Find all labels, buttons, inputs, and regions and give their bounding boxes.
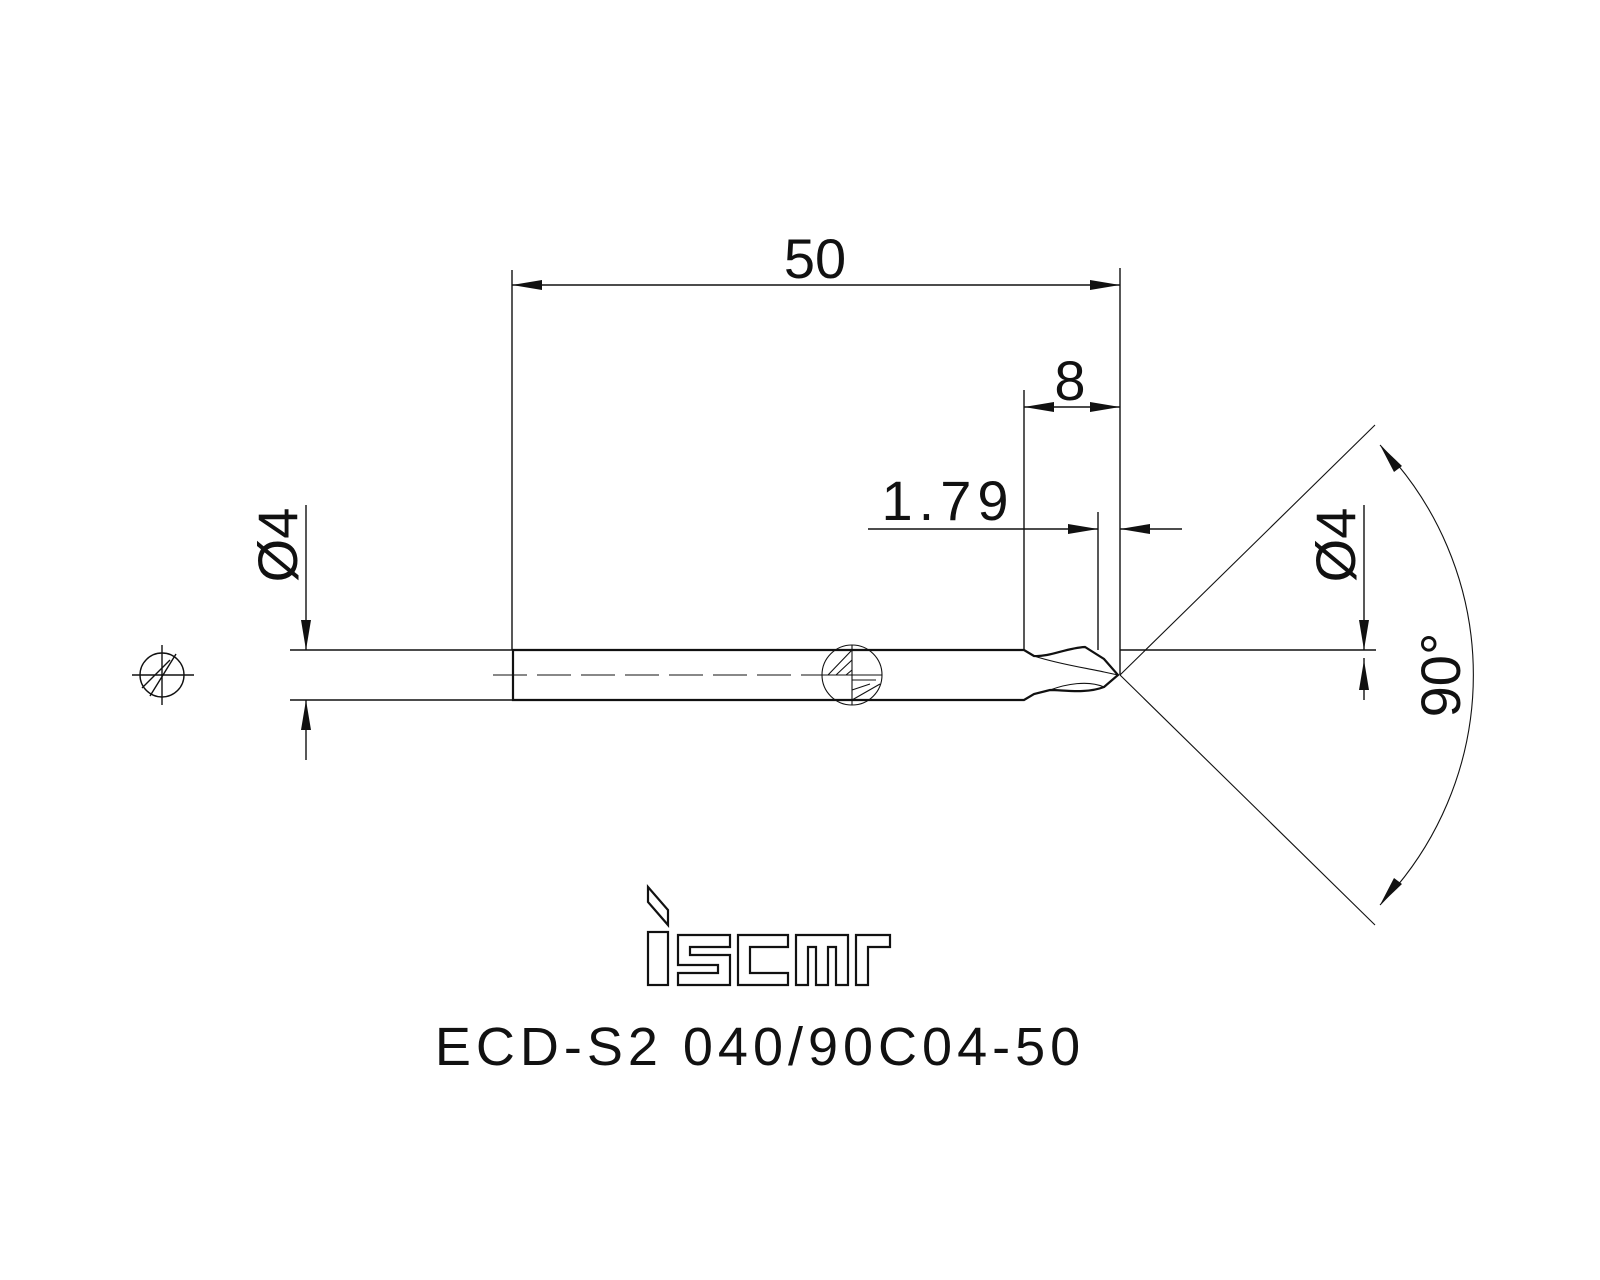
angle-leg-upper xyxy=(1119,424,1376,676)
dim-label-1-79: 1.79 xyxy=(882,469,1015,532)
rotation-direction-icon xyxy=(132,645,194,705)
flute-edge-lower xyxy=(1049,682,1105,691)
angle-arc xyxy=(1379,444,1474,906)
dimension-labels: 50 8 1.79 Ø4 Ø4 90° xyxy=(246,227,1472,717)
angle-leg-lower xyxy=(1119,674,1376,926)
section-symbol xyxy=(821,644,883,706)
iscar-logo xyxy=(646,884,892,987)
dim-label-cutting-dia: Ø4 xyxy=(1304,508,1367,583)
drill-body xyxy=(493,644,1120,706)
dim-label-8: 8 xyxy=(1054,349,1085,412)
tip-chisel xyxy=(1084,646,1119,688)
product-code: ECD-S2 040/90C04-50 xyxy=(435,1017,1085,1077)
dim-label-angle: 90° xyxy=(1409,633,1472,718)
flute-edge-upper xyxy=(1033,655,1119,676)
shank-outline xyxy=(511,645,1120,702)
dimension-lines xyxy=(290,268,1474,926)
dim-label-50: 50 xyxy=(784,227,846,290)
dim-label-shank-dia: Ø4 xyxy=(246,508,309,583)
